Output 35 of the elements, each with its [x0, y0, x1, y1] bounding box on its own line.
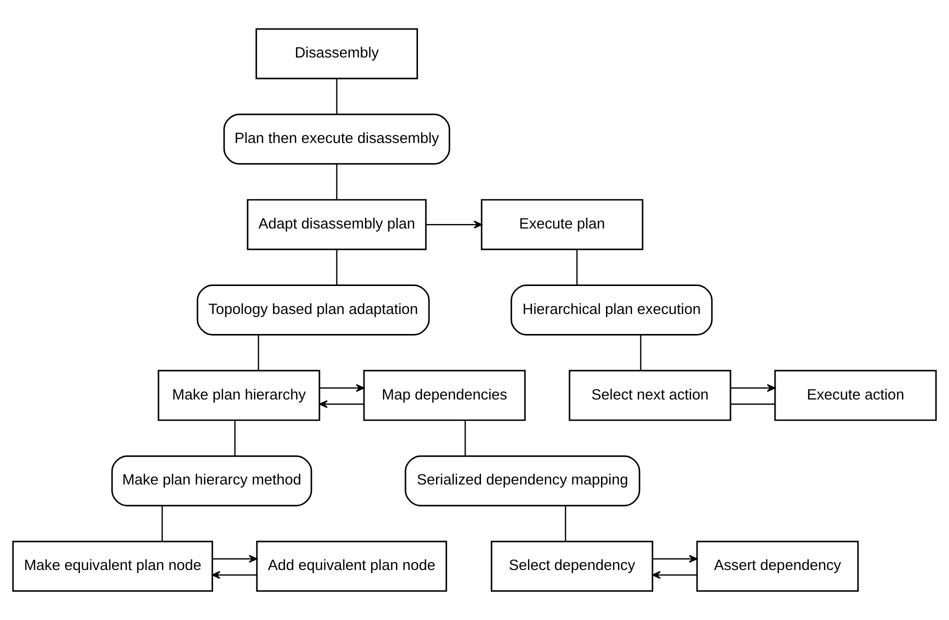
node-box: Add equivalent plan node: [256, 540, 448, 592]
connector: [336, 164, 338, 200]
node-box: Execute plan: [480, 199, 644, 250]
arrow: [319, 400, 364, 408]
node-box: Topology based plan adaptation: [196, 284, 430, 336]
arrow: [320, 384, 364, 392]
node-box: Map dependencies: [363, 370, 526, 421]
connector: [336, 78, 338, 114]
node-box: Make equivalent plan node: [12, 540, 214, 592]
arrow: [212, 554, 258, 563]
arrow: [652, 571, 697, 579]
node-box: Execute action: [774, 370, 937, 421]
connector: [336, 250, 338, 285]
connector: [464, 420, 466, 456]
connector: [730, 403, 775, 405]
arrow: [212, 571, 257, 579]
node-box: Hierarchical plan execution: [510, 284, 713, 336]
node-box: Assert dependency: [696, 540, 859, 592]
connector: [576, 250, 578, 285]
node-box: Adapt disassembly plan: [246, 199, 427, 250]
arrow: [426, 220, 482, 229]
connector: [640, 335, 642, 370]
node-box: Plan then execute disassembly: [223, 114, 450, 165]
node-box: Make plan hierarcy method: [111, 455, 312, 506]
node-box: Disassembly: [256, 28, 418, 80]
node-box: Select next action: [568, 370, 732, 421]
connector: [162, 506, 163, 541]
node-box: Select dependency: [490, 540, 654, 592]
arrow: [730, 384, 776, 392]
connector: [234, 420, 236, 456]
connector: [564, 506, 566, 541]
node-box: Serialized dependency mapping: [404, 455, 640, 506]
node-box: Make plan hierarchy: [158, 370, 320, 421]
arrow: [652, 554, 698, 563]
connector: [258, 335, 260, 370]
